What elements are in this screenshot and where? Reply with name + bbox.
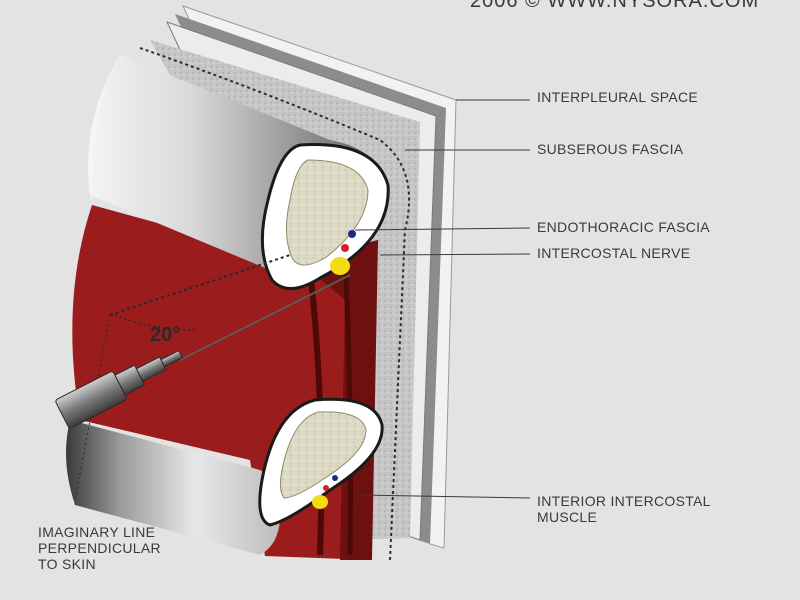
needle-hub [55, 349, 184, 429]
lower-vein [332, 475, 338, 481]
perpendicular-dotted-line [109, 254, 291, 316]
label-interior-intercostal-muscle: INTERIOR INTERCOSTAL MUSCLE [537, 493, 711, 525]
upper-artery [341, 244, 349, 252]
lower-intercostal-nerve [312, 495, 328, 509]
leader-interior-intercostal-muscle [359, 494, 531, 499]
leader-endothoracic-fascia [354, 227, 531, 231]
label-imaginary-line-1: IMAGINARY LINE [38, 524, 156, 540]
leader-intercostal-nerve [379, 253, 531, 256]
lower-rib-marrow [279, 411, 367, 499]
lower-artery [323, 485, 329, 491]
upper-vein [348, 230, 356, 238]
label-subserous-fascia: SUBSEROUS FASCIA [537, 141, 684, 157]
label-interior-intercostal-muscle-line-1: INTERIOR INTERCOSTAL [537, 493, 711, 509]
upper-rib-marrow [286, 159, 369, 266]
lower-rib-body [66, 420, 281, 555]
copyright-text: 2006 © WWW.NYSORA.COM [470, 0, 760, 12]
label-interior-intercostal-muscle-line-2: MUSCLE [537, 509, 598, 525]
label-intercostal-nerve: INTERCOSTAL NERVE [537, 245, 691, 261]
label-imaginary-line: IMAGINARY LINE PERPENDICULAR TO SKIN [38, 524, 161, 572]
label-interpleural-space: INTERPLEURAL SPACE [537, 89, 698, 105]
label-imaginary-line-2: PERPENDICULAR [38, 540, 161, 556]
needle-shaft [179, 274, 351, 361]
muscle-shadow [300, 240, 378, 560]
angle-label: 20° [150, 324, 181, 346]
endothoracic-fascia-line [139, 47, 411, 561]
label-imaginary-line-3: TO SKIN [38, 556, 96, 572]
upper-intercostal-nerve [330, 257, 350, 275]
imaginary-line-leader [74, 314, 111, 501]
label-endothoracic-fascia: ENDOTHORACIC FASCIA [537, 219, 710, 235]
